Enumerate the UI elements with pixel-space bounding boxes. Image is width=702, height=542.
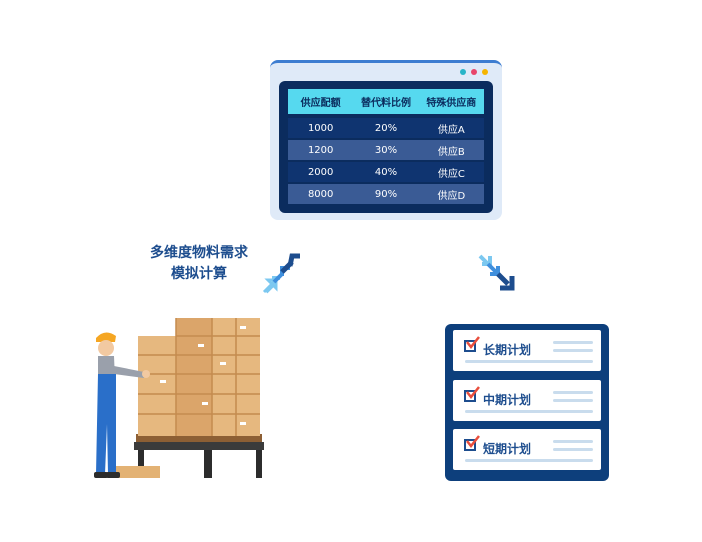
header-cell: 替代料比例 [360, 98, 411, 109]
check-mark-icon [466, 435, 480, 449]
table-cell: 1200 [307, 144, 334, 156]
table-cell: 30% [374, 144, 398, 156]
up-arrows-icon [262, 253, 300, 294]
text-line [465, 459, 593, 462]
table-cell: 2000 [307, 166, 334, 178]
caption-line-1: 多维度物料需求 [150, 245, 248, 261]
table-row: 2000 40% 供应C [288, 162, 484, 182]
table-row: 8000 90% 供应D [288, 184, 484, 204]
text-line [553, 341, 593, 344]
check-mark-icon [466, 386, 480, 400]
plan-label: 中期计划 [483, 393, 532, 407]
window-dots-icon [460, 69, 488, 75]
table-cell: 供应B [437, 146, 465, 158]
header-cell: 供应配额 [300, 98, 341, 109]
table-row: 1000 20% 供应A [288, 118, 484, 138]
table-cell: 20% [374, 122, 398, 134]
plan-card-long: 长期计划 [453, 330, 601, 371]
simulation-caption: 多维度物料需求 模拟计算 [134, 243, 264, 285]
header-cell: 特殊供应商 [426, 98, 477, 109]
window-dot-red [471, 69, 477, 75]
caption-line-2: 模拟计算 [171, 266, 227, 282]
plan-label: 短期计划 [483, 442, 532, 456]
worker-icon [94, 332, 160, 478]
plan-panel: 长期计划 中期计划 短期计划 [445, 324, 609, 481]
table-cell: 40% [374, 166, 398, 178]
text-line [553, 399, 593, 402]
plan-card-mid: 中期计划 [453, 380, 601, 421]
table-cell: 90% [374, 188, 398, 200]
down-arrows-icon [478, 254, 515, 291]
text-line [553, 440, 593, 443]
pallet-icon [134, 434, 264, 478]
warehouse-scene [94, 318, 264, 478]
table-row: 1200 30% 供应B [288, 140, 484, 160]
plan-card-short: 短期计划 [453, 429, 601, 470]
text-line [465, 360, 593, 363]
table-header: 供应配额 替代料比例 特殊供应商 [288, 89, 484, 114]
text-line [465, 410, 593, 413]
table-cell: 供应D [437, 190, 466, 202]
text-line [553, 391, 593, 394]
check-mark-icon [466, 336, 480, 350]
plan-label: 长期计划 [483, 343, 532, 357]
table-cell: 供应C [437, 168, 465, 180]
window-dot-yellow [482, 69, 488, 75]
table-cell: 1000 [307, 122, 334, 134]
table-window: 供应配额 替代料比例 特殊供应商 1000 20% 供应A 1200 30% 供… [270, 60, 502, 220]
window-screen: 供应配额 替代料比例 特殊供应商 1000 20% 供应A 1200 30% 供… [279, 81, 493, 213]
supply-table: 供应配额 替代料比例 特殊供应商 1000 20% 供应A 1200 30% 供… [288, 89, 484, 204]
text-line [553, 448, 593, 451]
table-cell: 供应A [437, 124, 465, 136]
window-dot-teal [460, 69, 466, 75]
box-stack-icon [138, 318, 260, 436]
table-cell: 8000 [307, 188, 334, 200]
text-line [553, 349, 593, 352]
